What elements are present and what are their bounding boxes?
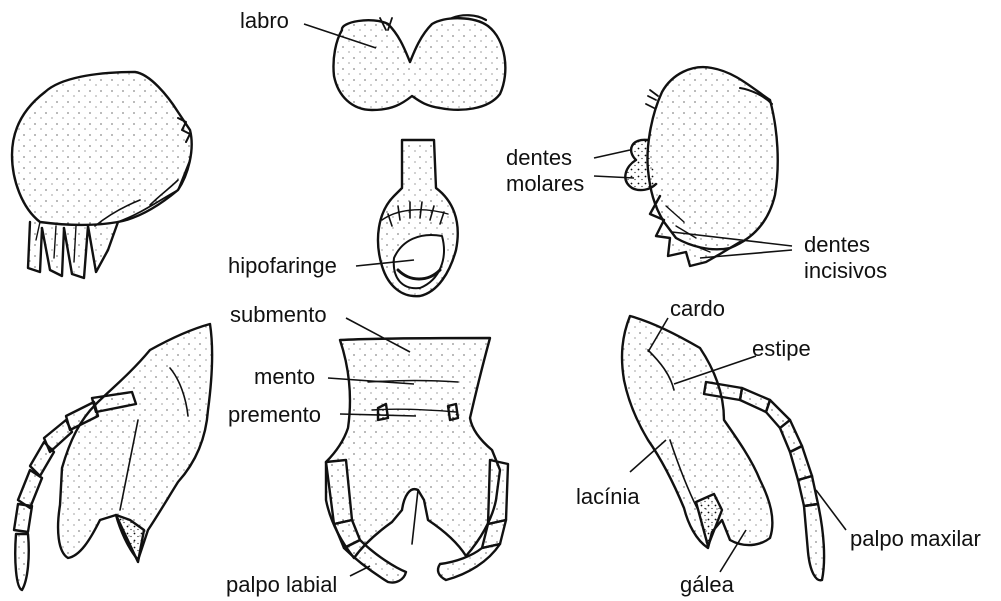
label-palpo-labial: palpo labial bbox=[226, 572, 337, 598]
label-premento: premento bbox=[228, 402, 321, 428]
label-lacinia: lacínia bbox=[576, 484, 640, 510]
label-cardo: cardo bbox=[670, 296, 725, 322]
label-hipofaringe: hipofaringe bbox=[228, 253, 337, 279]
label-dentes-molares: dentes molares bbox=[506, 145, 584, 197]
mandible-left-drawing bbox=[12, 72, 192, 278]
labium-drawing bbox=[326, 338, 508, 583]
label-submento: submento bbox=[230, 302, 327, 328]
labrum-drawing bbox=[333, 15, 505, 110]
label-galea: gálea bbox=[680, 572, 734, 598]
hypopharynx-drawing bbox=[378, 140, 458, 296]
label-labro: labro bbox=[240, 8, 289, 34]
label-dentes-incisivos: dentes incisivos bbox=[804, 232, 887, 284]
label-mento: mento bbox=[254, 364, 315, 390]
label-palpo-maxilar: palpo maxilar bbox=[850, 526, 981, 552]
maxilla-left-drawing bbox=[14, 324, 212, 590]
leader-palpo-labial bbox=[350, 566, 370, 576]
leader-molares-1 bbox=[594, 150, 630, 158]
label-estipe: estipe bbox=[752, 336, 811, 362]
